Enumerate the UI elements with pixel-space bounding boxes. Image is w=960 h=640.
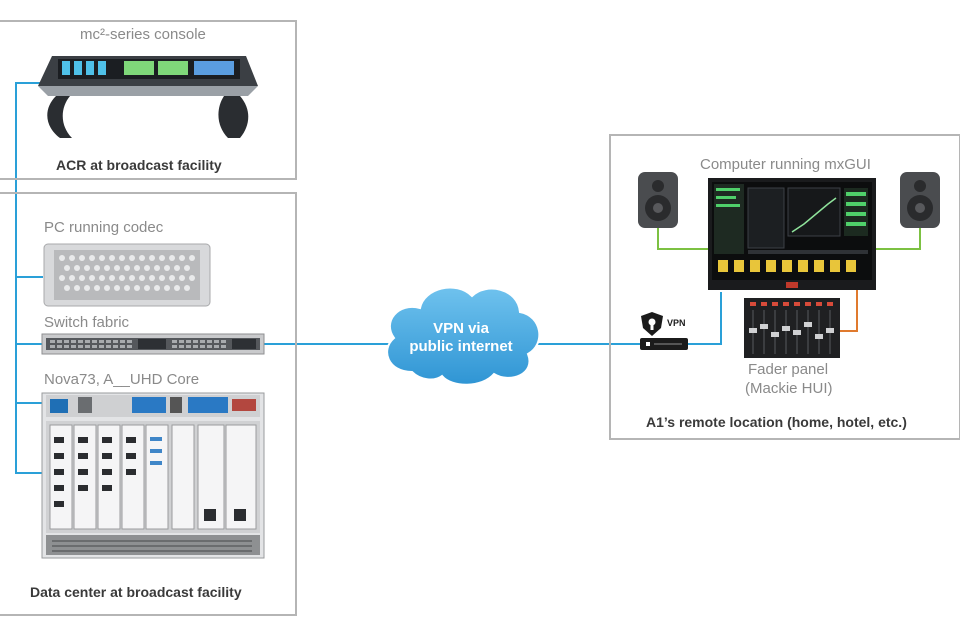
console-link-line xyxy=(15,82,45,84)
right-speaker-audio-line-h xyxy=(874,248,921,250)
left-speaker-audio-line-v xyxy=(657,228,659,250)
datacenter-caption: Data center at broadcast facility xyxy=(30,584,242,600)
vpn-router-link-v xyxy=(720,292,722,345)
console-image xyxy=(38,56,258,138)
vpn-router-link-h xyxy=(686,343,722,345)
backbone-vertical-line xyxy=(15,82,17,474)
acr-frame xyxy=(0,20,297,180)
right-speaker-image xyxy=(900,172,940,228)
cloud-line-1: VPN via xyxy=(433,320,489,337)
left-speaker-audio-line-h xyxy=(657,248,709,250)
right-speaker-audio-line-v xyxy=(919,228,921,250)
cloud-to-remote-line xyxy=(530,343,642,345)
fader-label-2: (Mackie HUI) xyxy=(745,380,833,397)
cloud-label: VPN via public internet xyxy=(398,320,524,356)
computer-label: Computer running mxGUI xyxy=(700,156,871,173)
nova73-core-image xyxy=(41,392,265,559)
vpn-shield-icon xyxy=(641,312,663,336)
core-link-line-2 xyxy=(15,472,43,474)
fader-midi-line-v xyxy=(856,290,858,332)
switch-label: Switch fabric xyxy=(44,314,130,331)
remote-caption: A1’s remote location (home, hotel, etc.) xyxy=(646,414,907,430)
mxgui-monitor-image xyxy=(708,178,876,290)
codec-link-line xyxy=(15,276,43,278)
cloud-line-2: public internet xyxy=(409,338,513,355)
core-link-line-1 xyxy=(15,402,43,404)
codec-pc-image xyxy=(43,243,211,307)
vpn-cloud-shape xyxy=(386,286,541,386)
fader-panel-image xyxy=(744,298,840,358)
fader-label-1: Fader panel xyxy=(748,361,829,378)
switch-link-line xyxy=(15,343,43,345)
switch-to-cloud-line xyxy=(264,343,394,345)
datacenter-frame xyxy=(0,192,297,616)
left-speaker-image xyxy=(638,172,678,228)
vpn-router-image xyxy=(640,338,688,350)
core-label: Nova73, A__UHD Core xyxy=(44,371,200,388)
console-label: mc²-series console xyxy=(80,26,206,43)
vpn-badge-label: VPN xyxy=(667,318,686,328)
acr-caption: ACR at broadcast facility xyxy=(56,157,222,173)
switch-fabric-image xyxy=(41,333,265,355)
codec-label: PC running codec xyxy=(44,219,164,236)
fader-midi-line-h xyxy=(838,330,858,332)
